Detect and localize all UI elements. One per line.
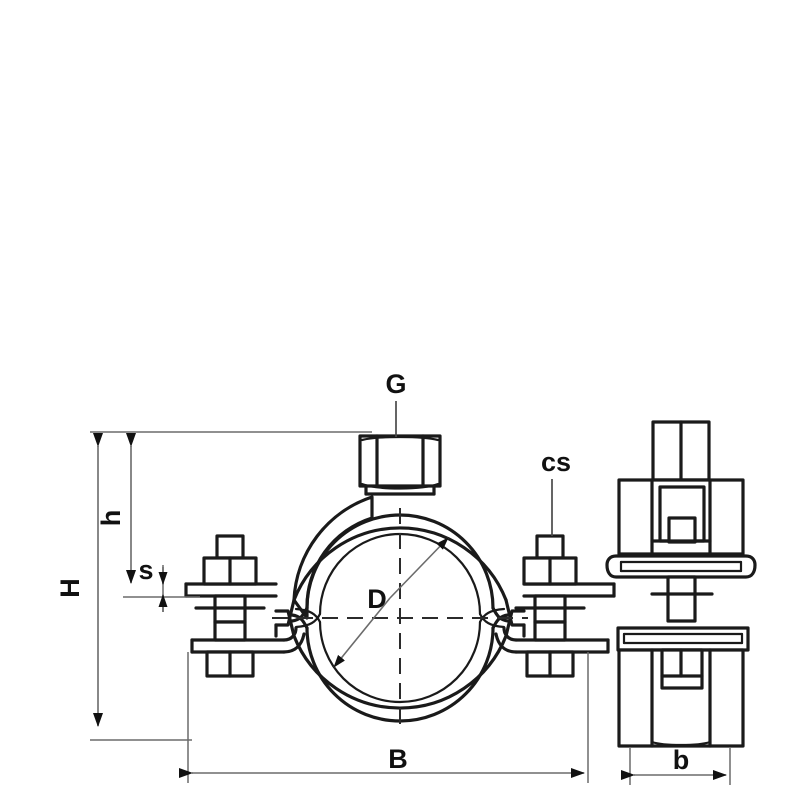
bolt-right-shank-lower <box>533 620 567 642</box>
flange-left-lower-bend-inner <box>282 632 306 654</box>
clamp-lower-left-liner-tab <box>294 607 322 624</box>
dimension-s-label: s <box>138 555 153 585</box>
hex-nut-top-arc <box>360 435 440 442</box>
clamp-upper-right-liner-tab <box>478 612 506 629</box>
flange-right-lower-bend-inner <box>494 632 518 654</box>
clamp-lower-right-liner-tab <box>478 607 506 624</box>
callout-G: G <box>385 369 407 437</box>
dimension-s: s <box>138 555 168 612</box>
side-band-lower-bottom-arc <box>650 740 712 747</box>
side-view-group <box>605 420 757 748</box>
clamp-band-lower-outer-arc <box>292 634 508 710</box>
dimension-D-arrow-upper <box>389 537 449 599</box>
bolt-left-stud-head <box>215 534 245 560</box>
clamp-upper-left-tab <box>274 598 296 627</box>
clamp-upper-right-tab <box>504 598 526 627</box>
dimension-D-label: D <box>367 584 387 614</box>
clamp-lower-right-tab <box>504 609 526 638</box>
hex-nut-body <box>358 434 442 488</box>
dimension-b-label: b <box>673 745 690 775</box>
dimension-D-arrow-lower <box>333 597 391 668</box>
dimension-B: B <box>179 744 585 778</box>
callout-cs: cs <box>541 447 571 536</box>
clamp-band-upper-outer-arc <box>292 526 508 602</box>
dimension-h: h <box>96 433 136 584</box>
clamp-band-upper-left-cap <box>292 495 374 620</box>
flange-left-lower-bend <box>282 626 298 642</box>
bolt-assembly-left <box>194 534 266 678</box>
clamp-upper-left-liner-tab <box>294 612 322 629</box>
dimension-D: D <box>333 537 449 668</box>
front-view-group <box>184 434 616 728</box>
callout-cs-label: cs <box>541 447 571 477</box>
clamp-band-lower-liner-arc <box>318 620 482 704</box>
dimension-annotations: H h s B b <box>55 369 731 785</box>
side-flange-upper-plate <box>605 554 757 579</box>
side-screw-shank <box>666 575 697 623</box>
bolt-left-shank-lower <box>213 620 247 642</box>
threaded-boss-hex <box>358 434 442 496</box>
dimension-H-label: H <box>55 578 85 598</box>
bolt-right-stud-head <box>535 534 565 560</box>
dimension-h-label: h <box>96 510 126 527</box>
side-boss-core <box>667 516 697 544</box>
dimension-H: H <box>55 433 103 727</box>
callout-G-label: G <box>385 369 406 399</box>
dimension-b: b <box>621 745 727 780</box>
side-flange-lower-plate <box>616 626 750 652</box>
clamp-band-upper <box>274 495 526 629</box>
bolt-assembly-right <box>514 534 586 678</box>
center-lines <box>272 508 528 728</box>
flange-right-lower-bend <box>502 626 518 642</box>
dimension-B-label: B <box>388 744 408 774</box>
clamp-lower-left-tab <box>274 609 296 638</box>
